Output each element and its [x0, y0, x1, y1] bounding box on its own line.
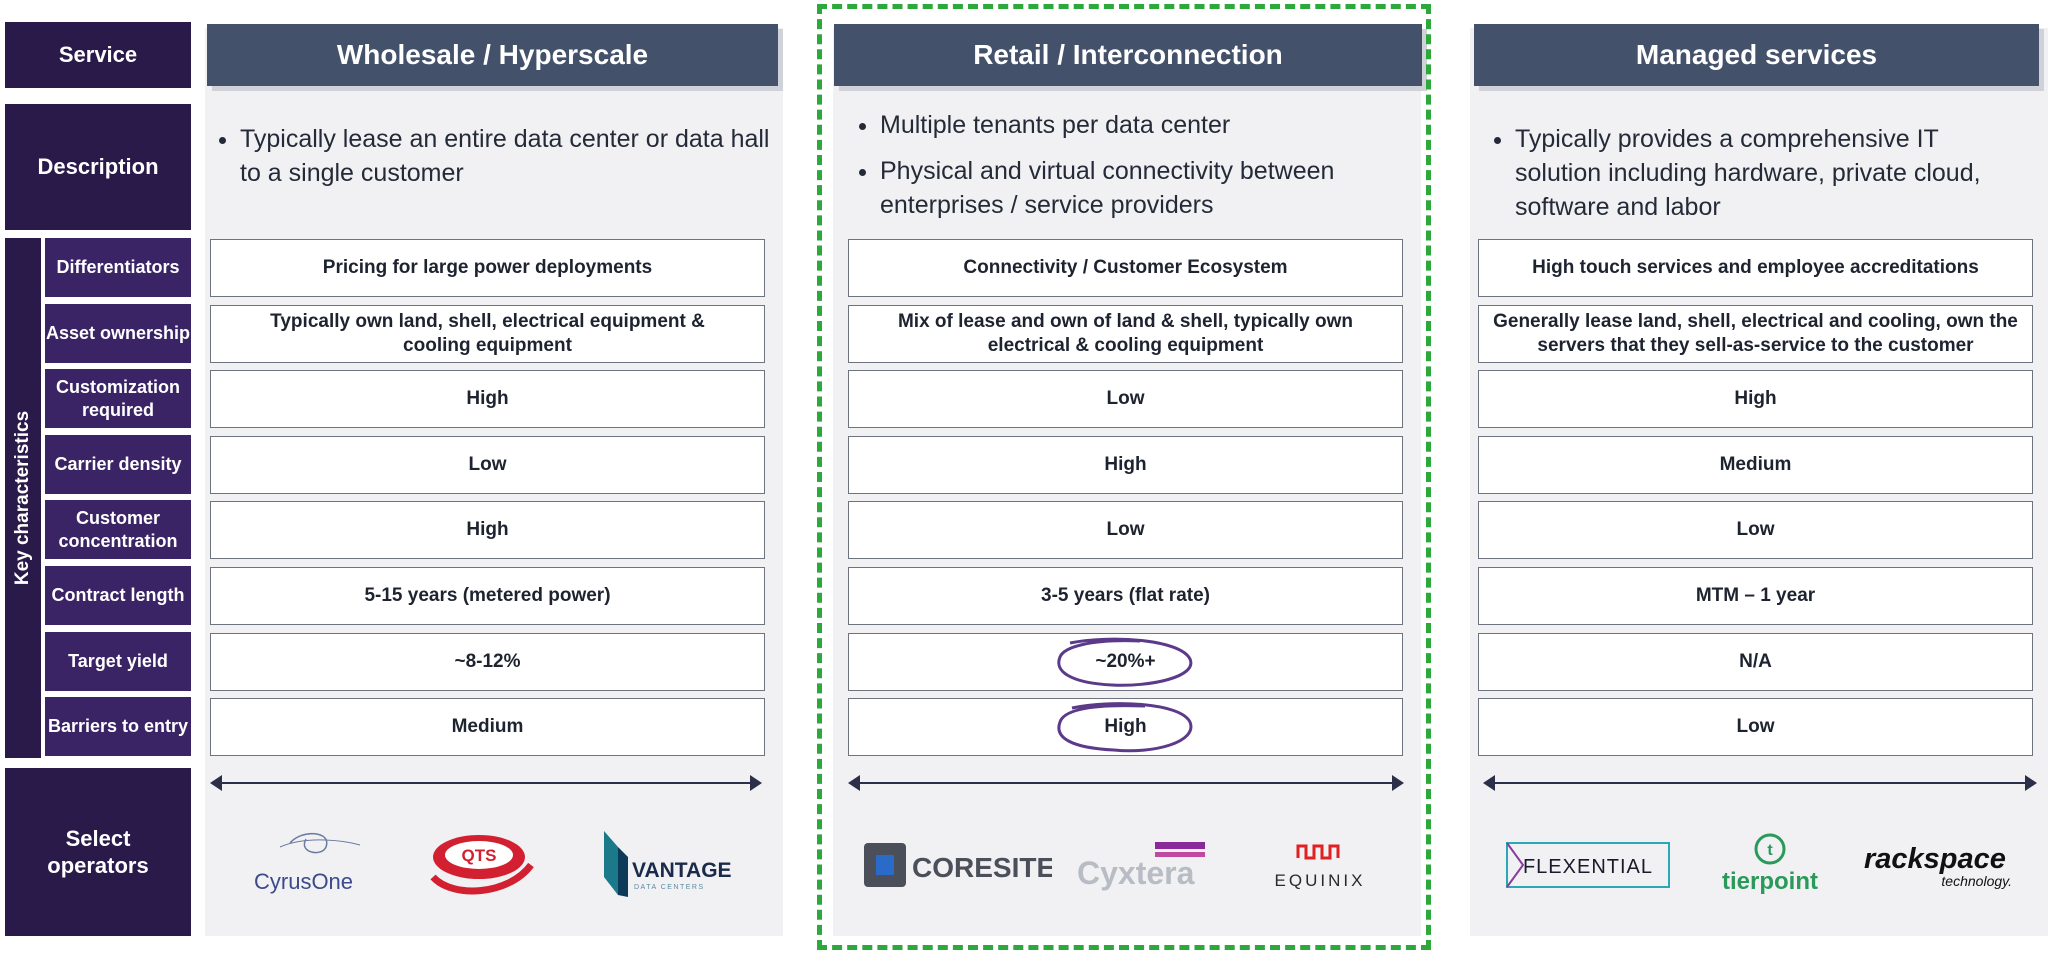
range-arrow-managed: [1483, 775, 2037, 791]
cell-wholesale-carrier-density: Low: [210, 436, 765, 494]
cell-managed-target-yield: N/A: [1478, 633, 2033, 691]
highlight-circle-target-yield: [1057, 637, 1193, 687]
logo-cyxtera: Cyxtera: [1075, 810, 1210, 920]
logo-qts: QTS: [413, 810, 543, 920]
row-label-barriers: Barriers to entry: [45, 697, 191, 756]
operator-name: FLEXENTIAL: [1523, 856, 1653, 878]
cell-wholesale-target-yield: ~8-12%: [210, 633, 765, 691]
cell-retail-asset-ownership: Mix of lease and own of land & shell, ty…: [848, 305, 1403, 363]
cell-wholesale-contract-length: 5-15 years (metered power): [210, 567, 765, 625]
cell-retail-barriers: High: [848, 698, 1403, 756]
operator-name: CORESITE: [912, 852, 1052, 883]
cell-retail-carrier-density: High: [848, 436, 1403, 494]
cell-managed-customer-concentration: Low: [1478, 501, 2033, 559]
operator-subtitle: technology.: [1941, 873, 2012, 889]
logo-vantage: VANTAGE DATA CENTERS: [598, 810, 733, 920]
logo-cyrusone: CyrusOne: [250, 810, 380, 920]
svg-text:t: t: [1767, 842, 1773, 859]
description-item: Typically provides a comprehensive IT so…: [1515, 122, 2025, 224]
row-label-asset-ownership: Asset ownership: [45, 304, 191, 363]
logo-flexential: FLEXENTIAL: [1503, 810, 1673, 920]
key-characteristics-label: Key characteristics: [12, 410, 33, 586]
logo-coresite: CORESITE: [862, 810, 1052, 920]
description-label: Description: [5, 104, 191, 230]
cell-retail-customer-concentration: Low: [848, 501, 1403, 559]
service-label: Service: [5, 22, 191, 88]
row-label-customer-concentration: Customer concentration: [45, 500, 191, 559]
cell-wholesale-customer-concentration: High: [210, 501, 765, 559]
key-characteristics-bar: [5, 238, 41, 758]
operator-name: tierpoint: [1722, 868, 1818, 895]
row-label-target-yield: Target yield: [45, 632, 191, 691]
highlight-circle-barriers: [1057, 702, 1193, 753]
operator-subtitle: DATA CENTERS: [634, 884, 705, 891]
row-label-carrier-density: Carrier density: [45, 435, 191, 494]
cell-retail-differentiators: Connectivity / Customer Ecosystem: [848, 239, 1403, 297]
cell-managed-barriers: Low: [1478, 698, 2033, 756]
operator-name: VANTAGE: [632, 859, 732, 882]
row-label-contract-length: Contract length: [45, 566, 191, 625]
cell-managed-carrier-density: Medium: [1478, 436, 2033, 494]
logo-equinix: EQUINIX: [1260, 810, 1380, 920]
description-wholesale: Typically lease an entire data center or…: [210, 122, 770, 202]
operator-name: QTS: [462, 846, 497, 865]
select-operators-label: Select operators: [5, 768, 191, 936]
cell-managed-customization: High: [1478, 370, 2033, 428]
header-retail: Retail / Interconnection: [834, 24, 1422, 86]
operator-name: rackspace: [1864, 843, 2006, 875]
row-label-customization: Customization required: [45, 369, 191, 428]
range-arrow-retail: [848, 775, 1404, 791]
description-item: Multiple tenants per data center: [880, 108, 1395, 142]
cell-managed-asset-ownership: Generally lease land, shell, electrical …: [1478, 305, 2033, 363]
cell-retail-customization: Low: [848, 370, 1403, 428]
operator-name: Cyxtera: [1077, 855, 1195, 891]
description-item: Physical and virtual connectivity betwee…: [880, 154, 1395, 222]
cell-retail-contract-length: 3-5 years (flat rate): [848, 567, 1403, 625]
logo-rackspace: rackspace technology.: [1860, 810, 2025, 920]
header-wholesale: Wholesale / Hyperscale: [207, 24, 778, 86]
cell-wholesale-differentiators: Pricing for large power deployments: [210, 239, 765, 297]
cell-wholesale-barriers: Medium: [210, 698, 765, 756]
operator-name: EQUINIX: [1275, 871, 1366, 890]
logo-tierpoint: t tierpoint: [1715, 810, 1825, 920]
description-retail: Multiple tenants per data center Physica…: [850, 108, 1395, 234]
header-managed: Managed services: [1474, 24, 2039, 86]
cell-wholesale-customization: High: [210, 370, 765, 428]
cell-managed-contract-length: MTM – 1 year: [1478, 567, 2033, 625]
cell-managed-differentiators: High touch services and employee accredi…: [1478, 239, 2033, 297]
description-item: Typically lease an entire data center or…: [240, 122, 770, 190]
range-arrow-wholesale: [210, 775, 762, 791]
row-label-differentiators: Differentiators: [45, 238, 191, 297]
cell-retail-target-yield: ~20%+: [848, 633, 1403, 691]
operator-name: CyrusOne: [254, 869, 353, 894]
description-managed: Typically provides a comprehensive IT so…: [1485, 122, 2025, 236]
cell-wholesale-asset-ownership: Typically own land, shell, electrical eq…: [210, 305, 765, 363]
